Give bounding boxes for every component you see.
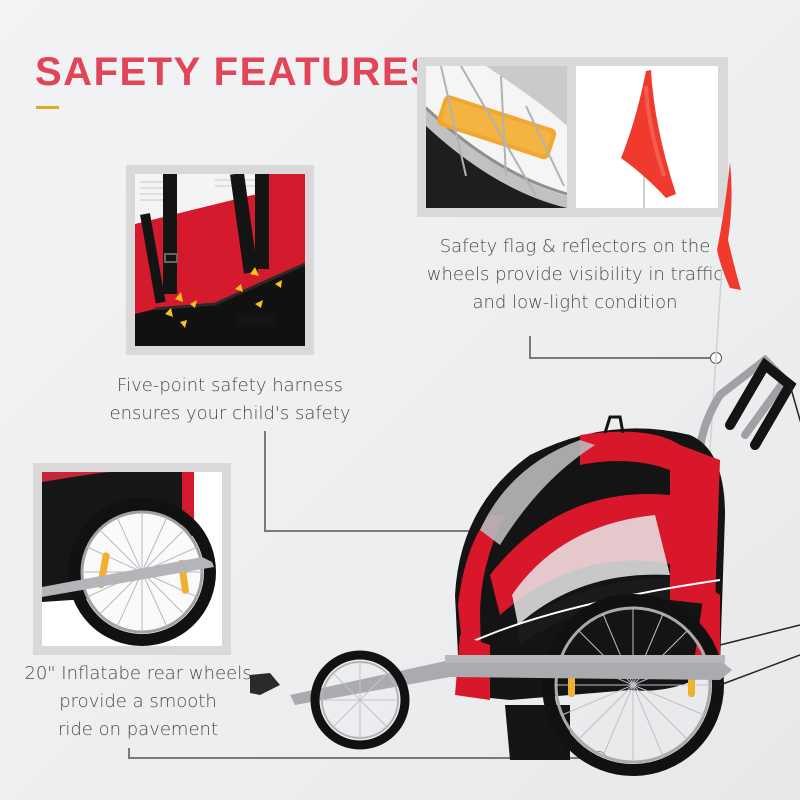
wheel-callout-line-horizontal [128, 757, 598, 759]
harness-image [135, 174, 305, 346]
flag-callout-line-vertical [529, 336, 531, 358]
flag-reflectors-caption: Safety flag & reflectors on the wheels p… [426, 236, 724, 313]
wheel-image-frame [33, 463, 231, 655]
title-accent-bar [36, 106, 59, 109]
flag-image [576, 66, 718, 208]
trailer-safety-flag [707, 162, 741, 480]
rear-wheels-caption: 20" Inflatabe rear wheels provide a smoo… [24, 663, 252, 740]
reflector-image [426, 66, 567, 208]
harness-image-frame [126, 165, 314, 355]
wheel-image [42, 472, 222, 646]
reflector-flag-image-frame [417, 57, 728, 217]
harness-caption: Five-point safety harness ensures your c… [109, 375, 351, 424]
bike-trailer-image [250, 355, 800, 776]
harness-callout-line-horizontal [264, 530, 672, 532]
flag-callout-line-horizontal [529, 357, 711, 359]
wheel-callout-line-vertical [128, 748, 130, 758]
harness-callout-line-vertical [264, 431, 266, 531]
page-title: SAFETY FEATURES [35, 50, 439, 94]
